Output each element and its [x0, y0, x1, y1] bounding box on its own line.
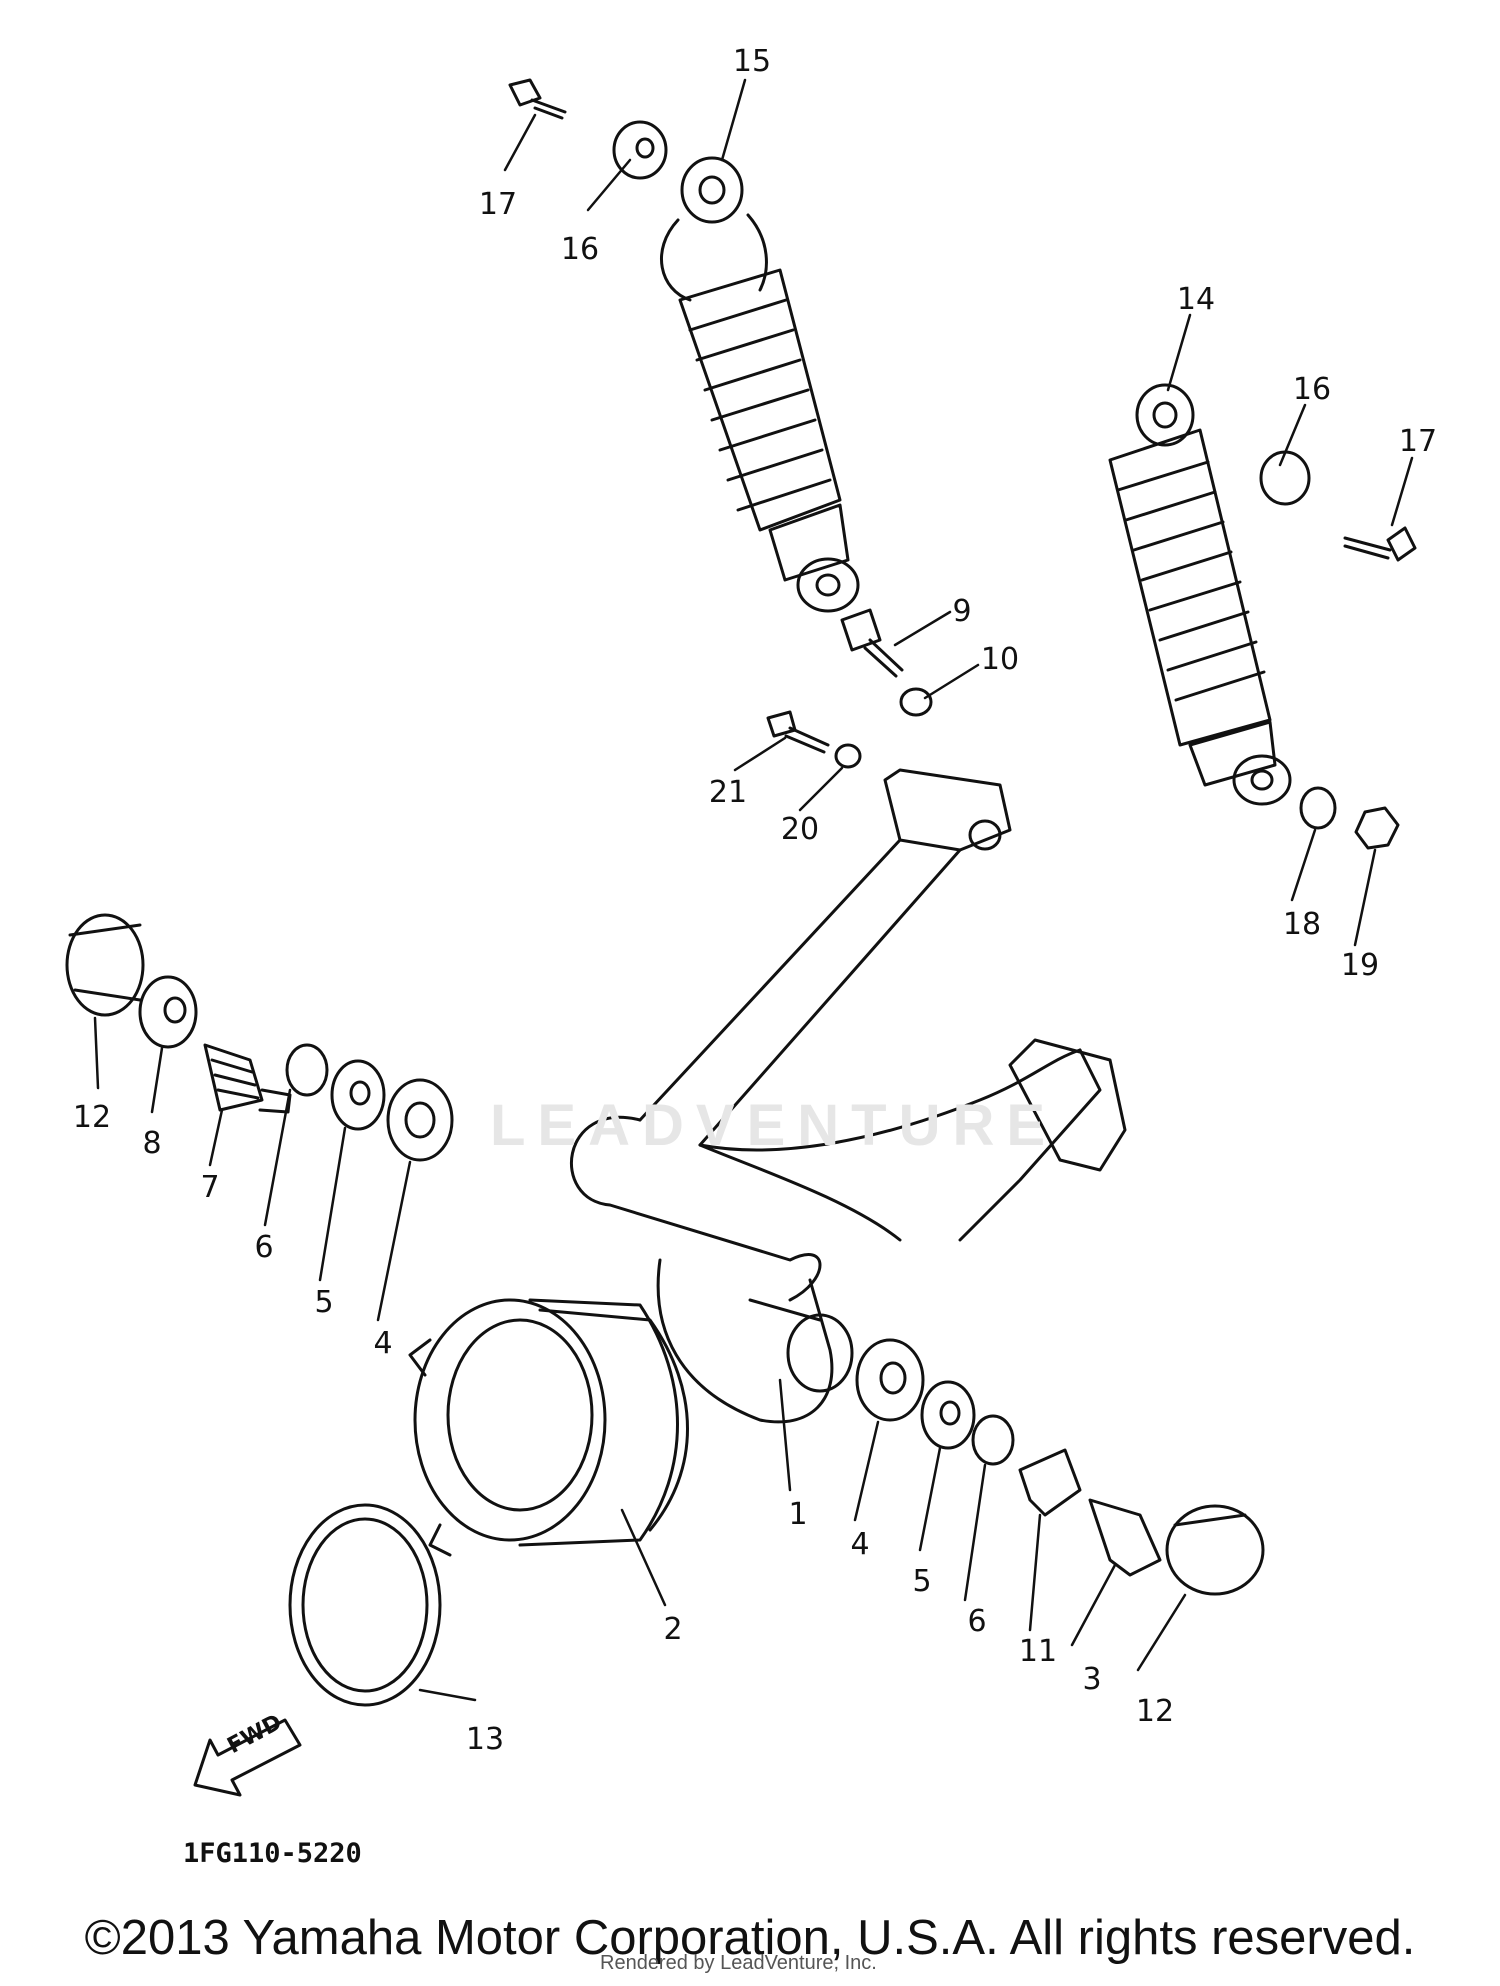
- callout-4-left: 4: [373, 1326, 393, 1361]
- callout-7: 7: [200, 1170, 220, 1205]
- callout-20: 20: [780, 812, 820, 847]
- leader-lines: [93, 78, 1414, 1702]
- fwd-arrow: [193, 1718, 302, 1797]
- callout-12-right: 12: [1135, 1694, 1175, 1729]
- callout-4-right: 4: [850, 1527, 870, 1562]
- watermark: LEADVENTURE: [490, 1093, 1058, 1158]
- callout-17-right: 17: [1398, 424, 1438, 459]
- pivot-parts-left: [65, 913, 454, 1162]
- callout-6-right: 6: [967, 1604, 987, 1639]
- shock-absorber-left: [660, 156, 860, 613]
- hardware-top: [508, 78, 1417, 850]
- callout-8: 8: [142, 1126, 162, 1161]
- shock-absorber-right: [1108, 383, 1292, 806]
- callout-5-left: 5: [314, 1285, 334, 1320]
- final-drive-housing: [288, 1298, 689, 1707]
- copyright-notice: ©2013 Yamaha Motor Corporation, U.S.A. A…: [84, 1911, 1416, 1965]
- pivot-parts-right: [855, 1338, 1265, 1596]
- callout-10: 10: [980, 642, 1020, 677]
- callout-1: 1: [788, 1497, 808, 1532]
- callout-5-right: 5: [912, 1564, 932, 1599]
- callout-3: 3: [1082, 1662, 1102, 1697]
- callout-16-right: 16: [1292, 372, 1332, 407]
- callout-21: 21: [708, 775, 748, 810]
- callout-11: 11: [1018, 1634, 1058, 1669]
- callout-13: 13: [465, 1722, 505, 1757]
- callout-6-left: 6: [254, 1230, 274, 1265]
- drawing-code: 1FG110-5220: [183, 1838, 362, 1869]
- callout-19: 19: [1340, 948, 1380, 983]
- callout-16: 16: [560, 232, 600, 267]
- callout-2: 2: [663, 1612, 683, 1647]
- render-credit: Rendered by LeadVenture, Inc.: [600, 1952, 877, 1974]
- callout-15: 15: [732, 44, 772, 79]
- callout-18: 18: [1282, 907, 1322, 942]
- callout-14: 14: [1176, 282, 1216, 317]
- swing-arm: [569, 768, 1127, 1424]
- callout-9: 9: [952, 594, 972, 629]
- callout-17: 17: [478, 187, 518, 222]
- callout-12-left: 12: [72, 1100, 112, 1135]
